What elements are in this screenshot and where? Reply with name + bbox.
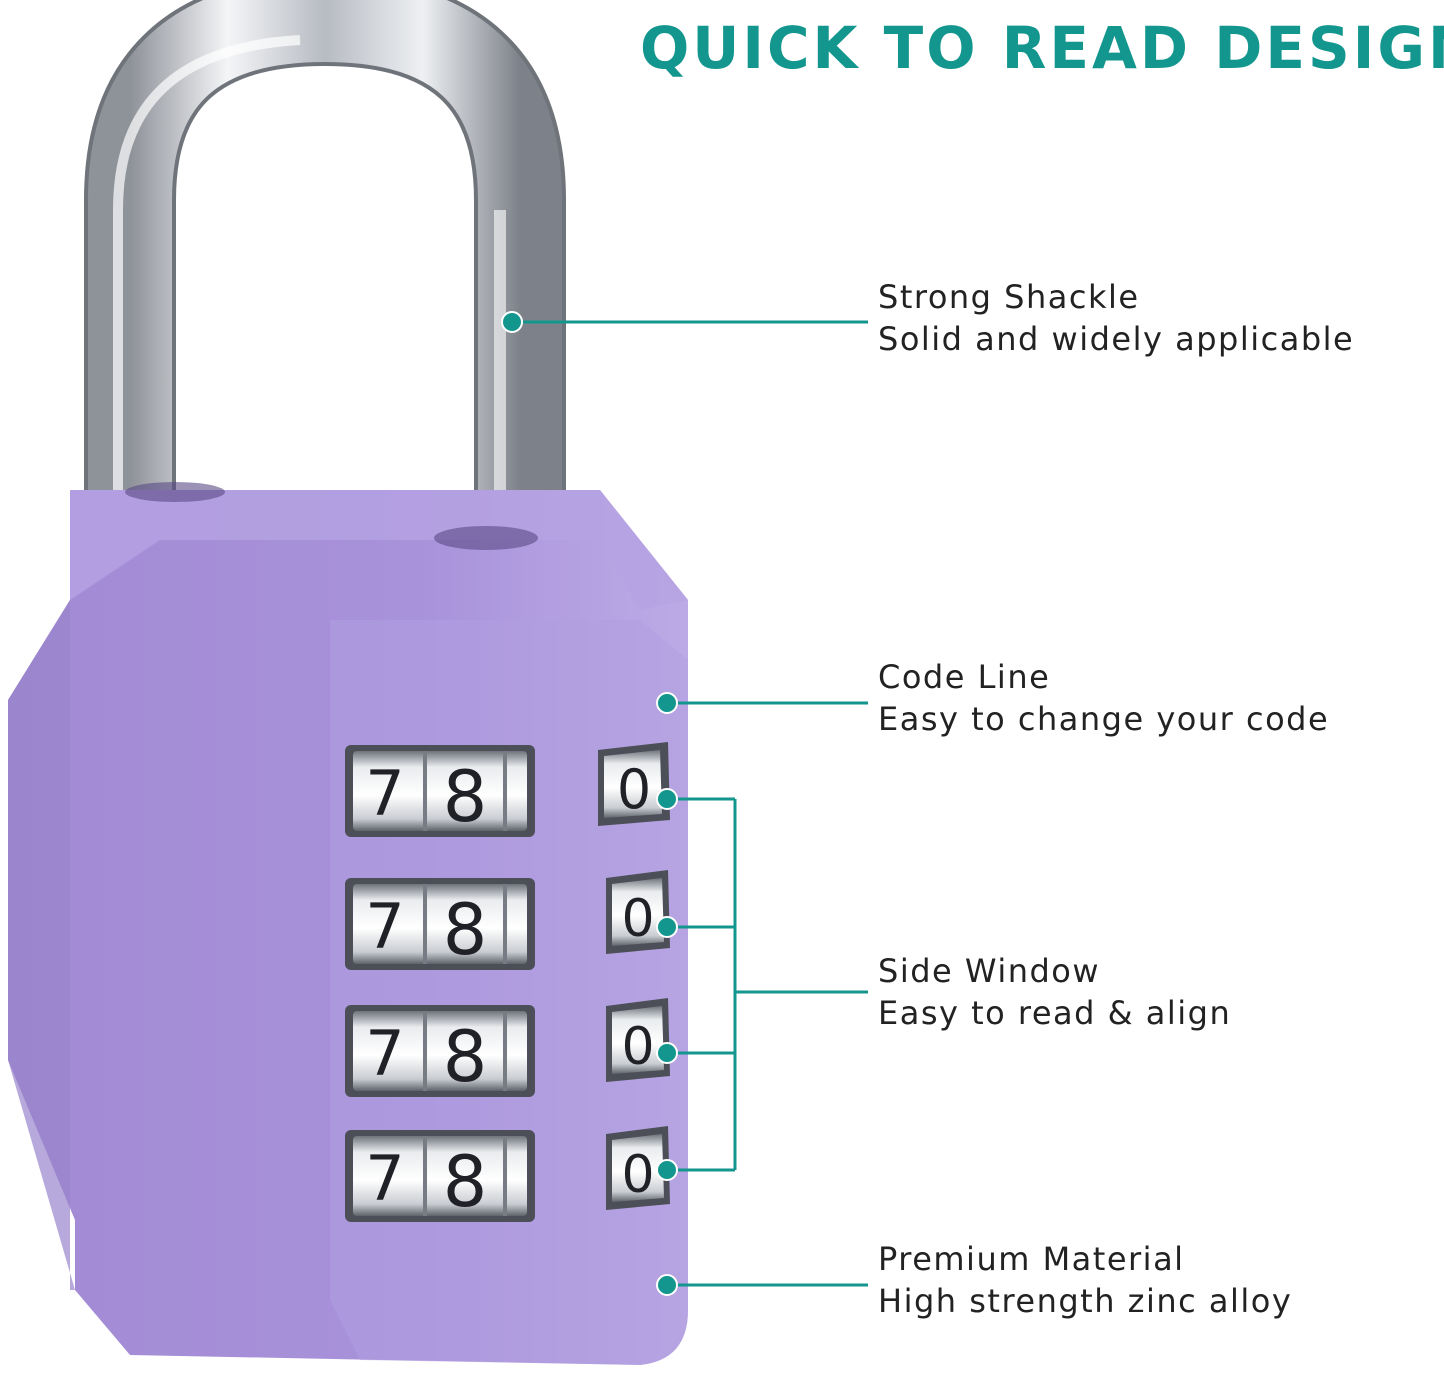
pointer-dot <box>656 1042 678 1064</box>
callout-side-window: Side Window Easy to read & align <box>878 950 1231 1034</box>
pointer-dot <box>656 1159 678 1181</box>
callout-title: Premium Material <box>878 1240 1185 1278</box>
side-digit: 0 <box>621 1145 654 1205</box>
pointer-dot <box>656 788 678 810</box>
dial-row[interactable]: 7 8 <box>345 1005 535 1098</box>
side-windows: 0 0 0 0 <box>598 742 670 1210</box>
dial-row[interactable]: 7 8 <box>345 878 535 971</box>
callout-title: Code Line <box>878 658 1051 696</box>
callout-subtitle: Easy to read & align <box>878 994 1232 1032</box>
dial-digit: 8 <box>443 756 488 838</box>
dial-digit: 7 <box>365 757 404 830</box>
side-digit: 0 <box>621 889 654 949</box>
callout-title: Side Window <box>878 952 1101 990</box>
dial-digit: 8 <box>443 889 488 971</box>
dial-row[interactable]: 7 8 <box>345 1130 535 1223</box>
callout-title: Strong Shackle <box>878 278 1140 316</box>
dial-digit: 8 <box>443 1016 488 1098</box>
pointer-dot <box>656 692 678 714</box>
shackle <box>84 0 566 545</box>
headline: QUICK TO READ DESIGN <box>640 14 1444 82</box>
callout-material: Premium Material High strength zinc allo… <box>878 1238 1292 1322</box>
callout-dots <box>501 311 678 1296</box>
dial-digit: 7 <box>365 890 404 963</box>
side-digit: 0 <box>617 758 651 821</box>
pointer-dot <box>656 1274 678 1296</box>
dial-row[interactable]: 7 8 <box>345 745 535 838</box>
callout-shackle: Strong Shackle Solid and widely applicab… <box>878 276 1354 360</box>
callout-subtitle: Solid and widely applicable <box>878 320 1355 358</box>
combination-dials: 7 8 7 8 7 8 7 8 <box>345 745 535 1223</box>
side-digit: 0 <box>621 1017 654 1077</box>
callout-subtitle: Easy to change your code <box>878 700 1330 738</box>
dial-digit: 7 <box>365 1017 404 1090</box>
callout-code-line: Code Line Easy to change your code <box>878 656 1329 740</box>
pointer-dot <box>501 311 523 333</box>
dial-digit: 7 <box>365 1142 404 1215</box>
callout-lines <box>512 320 868 1287</box>
pointer-dot <box>656 916 678 938</box>
dial-digit: 8 <box>443 1141 488 1223</box>
callout-subtitle: High strength zinc alloy <box>878 1282 1293 1320</box>
